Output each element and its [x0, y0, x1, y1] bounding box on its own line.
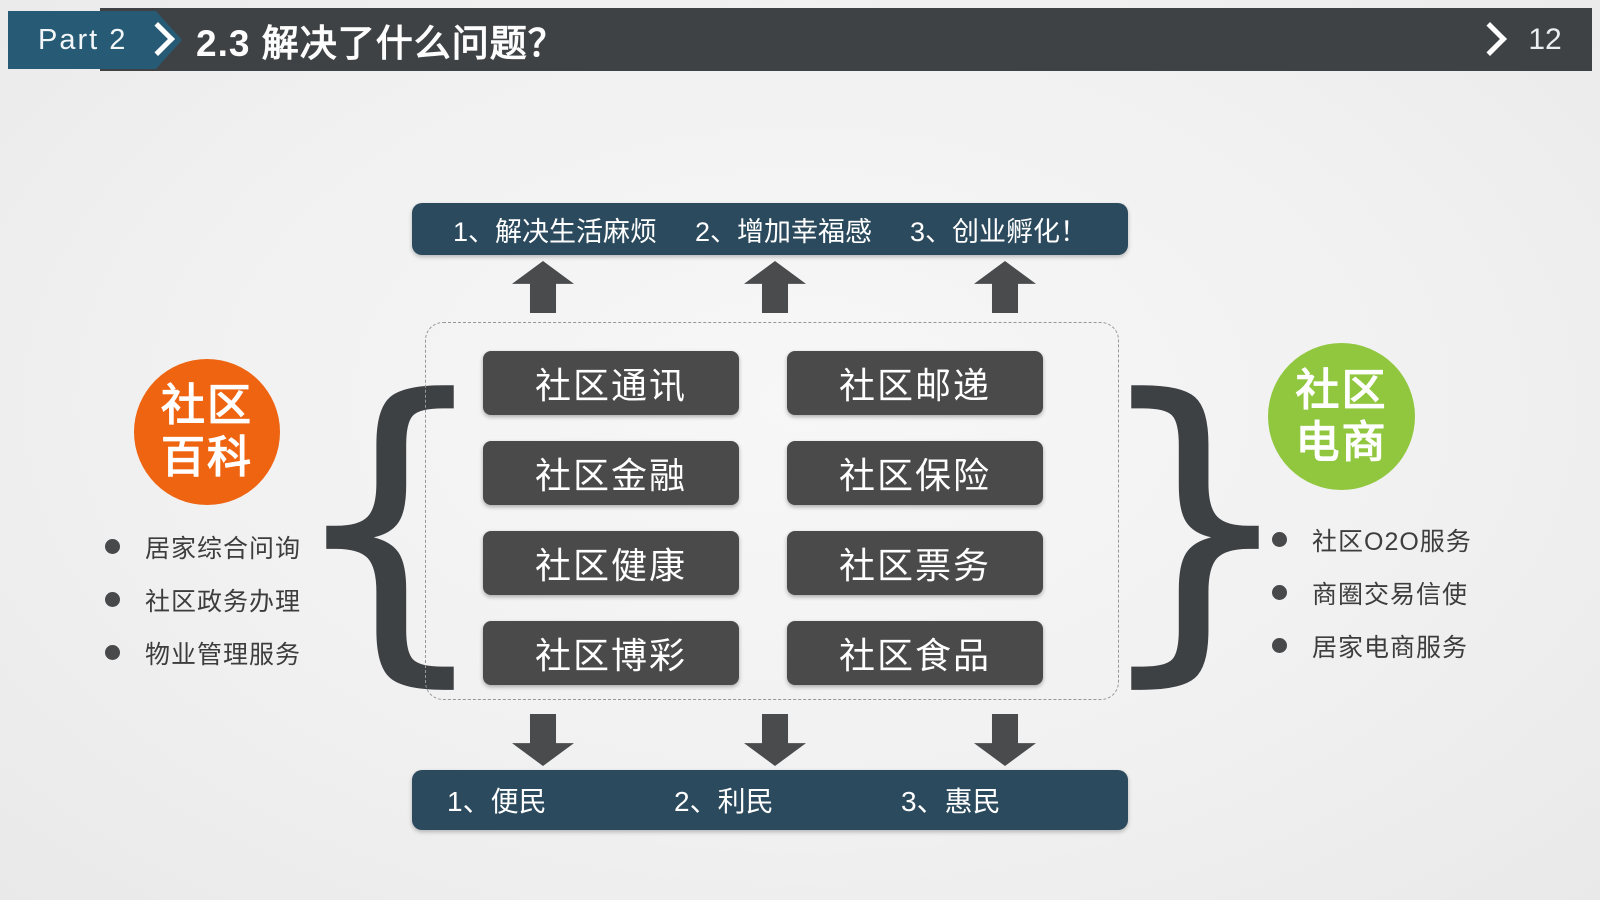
- list-item: 社区政务办理: [105, 584, 302, 616]
- bottom-banner-item: 1、便民: [447, 786, 547, 817]
- service-button: 社区票务: [787, 531, 1043, 595]
- arrow-down-icon: [512, 714, 574, 766]
- top-banner-item: 3、创业孵化！: [910, 216, 1088, 247]
- badge-line: 电商: [1295, 417, 1388, 467]
- list-item-label: 物业管理服务: [145, 640, 302, 669]
- page-number: 12: [1528, 22, 1562, 56]
- list-item-label: 社区政务办理: [145, 587, 302, 616]
- part-tab: Part 2: [8, 11, 182, 69]
- service-button: 社区邮递: [787, 351, 1043, 415]
- list-item: 物业管理服务: [105, 637, 302, 669]
- community-wiki-badge: 社区 百科: [134, 359, 280, 505]
- community-ecommerce-badge: 社区 电商: [1268, 343, 1415, 490]
- right-brace: }: [1090, 330, 1300, 714]
- list-item-label: 社区O2O服务: [1312, 527, 1472, 556]
- bullet-dot-icon: [1272, 585, 1287, 600]
- header-bar: [100, 8, 1592, 71]
- list-item: 居家电商服务: [1272, 630, 1472, 662]
- right-feature-list: 社区O2O服务 商圈交易信使 居家电商服务: [1272, 524, 1472, 662]
- list-item-label: 居家电商服务: [1312, 633, 1469, 662]
- bullet-dot-icon: [105, 592, 120, 607]
- badge-line: 社区: [161, 381, 253, 431]
- list-item-label: 商圈交易信使: [1312, 580, 1469, 609]
- left-feature-list: 居家综合问询 社区政务办理 物业管理服务: [105, 531, 302, 669]
- arrow-down-icon: [744, 714, 806, 766]
- bottom-banner-item: 2、利民: [674, 786, 774, 817]
- bottom-banner: 1、便民 2、利民 3、惠民: [412, 770, 1128, 830]
- list-item: 社区O2O服务: [1272, 524, 1472, 556]
- service-button: 社区金融: [483, 441, 739, 505]
- badge-line: 百科: [161, 433, 253, 482]
- service-button: 社区保险: [787, 441, 1043, 505]
- list-item: 居家综合问询: [105, 531, 302, 563]
- badge-line: 社区: [1295, 365, 1388, 415]
- arrow-up-icon: [512, 261, 574, 313]
- arrow-up-icon: [974, 261, 1036, 313]
- top-banner-item: 1、解决生活麻烦: [452, 216, 657, 247]
- arrow-down-icon: [974, 714, 1036, 766]
- list-item: 商圈交易信使: [1272, 577, 1472, 609]
- page-title: 2.3 解决了什么问题？: [196, 22, 566, 64]
- bullet-dot-icon: [105, 645, 120, 660]
- service-button: 社区食品: [787, 621, 1043, 685]
- part-label: Part 2: [38, 23, 128, 56]
- bullet-dot-icon: [1272, 638, 1287, 653]
- service-button: 社区博彩: [483, 621, 739, 685]
- services-panel: 社区通讯 社区邮递 社区金融 社区保险 社区健康 社区票务 社区博彩 社区食品: [425, 322, 1119, 700]
- top-banner: 1、解决生活麻烦 2、增加幸福感 3、创业孵化！: [412, 203, 1128, 255]
- list-item-label: 居家综合问询: [145, 534, 302, 563]
- bullet-dot-icon: [1272, 532, 1287, 547]
- arrow-up-icon: [744, 261, 806, 313]
- top-banner-item: 2、增加幸福感: [694, 216, 873, 247]
- service-button: 社区健康: [483, 531, 739, 595]
- service-button: 社区通讯: [483, 351, 739, 415]
- bullet-dot-icon: [105, 539, 120, 554]
- bottom-banner-item: 3、惠民: [901, 786, 1001, 817]
